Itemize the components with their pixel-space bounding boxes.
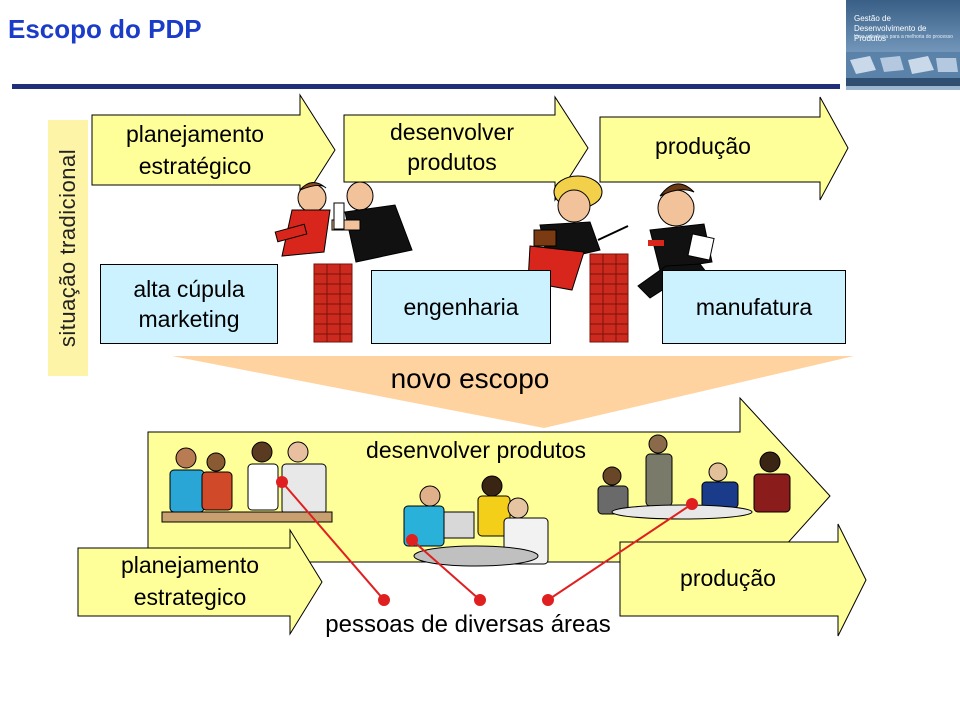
transition-funnel: novo escopo <box>172 356 854 428</box>
box-3-label: manufatura <box>695 294 813 320</box>
connector-lines <box>276 476 698 606</box>
connector-dot <box>686 498 698 510</box>
arrow-desenvolver-produtos: desenvolver produtos <box>343 95 589 202</box>
novo-escopo-label: novo escopo <box>391 363 550 394</box>
arrow-planejamento-estrategico-bottom: planejamento estrategico <box>77 528 323 636</box>
box-1-line-1: alta cúpula <box>133 276 245 302</box>
box-2-label: engenharia <box>403 294 519 320</box>
connector-line-right <box>547 503 693 601</box>
arrow-producao-top: produção <box>599 96 849 201</box>
traditional-situation-label: situação tradicional <box>48 120 88 376</box>
logo-line-3: Uma referência para a melhoria do proces… <box>854 34 953 40</box>
bottom-right-label: produção <box>680 565 776 591</box>
cartoon-handshake-figures <box>274 181 413 263</box>
arrow-1-line-2: estratégico <box>139 153 252 179</box>
box-manufatura: manufatura <box>662 270 846 344</box>
bottom-left-line-1: planejamento <box>121 552 259 578</box>
connector-dot <box>542 594 554 606</box>
logo-line-2: Desenvolvimento de Produtos <box>854 24 927 43</box>
people-group-right <box>597 434 791 520</box>
people-from-various-areas-label: pessoas de diversas áreas <box>325 611 611 638</box>
arrow-2-line-2: produtos <box>407 149 497 175</box>
title-underline <box>12 84 840 89</box>
connector-dot <box>406 534 418 546</box>
arrow-1-line-1: planejamento <box>126 121 264 147</box>
page-title: Escopo do PDP <box>8 14 202 44</box>
brick-wall-right <box>589 253 629 343</box>
arrow-producao-bottom: produção <box>619 523 867 637</box>
people-group-center <box>403 475 549 567</box>
bottom-left-line-2: estrategico <box>134 584 247 610</box>
main-arrow-label: desenvolver produtos <box>366 437 586 463</box>
logo-graphic <box>846 52 960 86</box>
logo-line-1: Gestão de <box>854 14 891 23</box>
connector-dot <box>474 594 486 606</box>
box-engenharia: engenharia <box>371 270 551 344</box>
connector-dot <box>276 476 288 488</box>
box-alta-cupula-marketing: alta cúpula marketing <box>100 264 278 344</box>
connector-line-center <box>411 539 481 601</box>
brick-wall-left <box>313 263 353 343</box>
arrow-2-line-1: desenvolver <box>390 119 514 145</box>
connector-dot <box>378 594 390 606</box>
box-1-line-2: marketing <box>138 306 240 332</box>
book-cover-logo: Gestão de Desenvolvimento de Produtos Um… <box>846 0 960 90</box>
people-group-left <box>161 441 333 523</box>
connector-line-left <box>281 481 385 601</box>
arrow-planejamento-estrategico: planejamento estratégico <box>91 93 336 207</box>
arrow-3-label: produção <box>655 133 751 159</box>
